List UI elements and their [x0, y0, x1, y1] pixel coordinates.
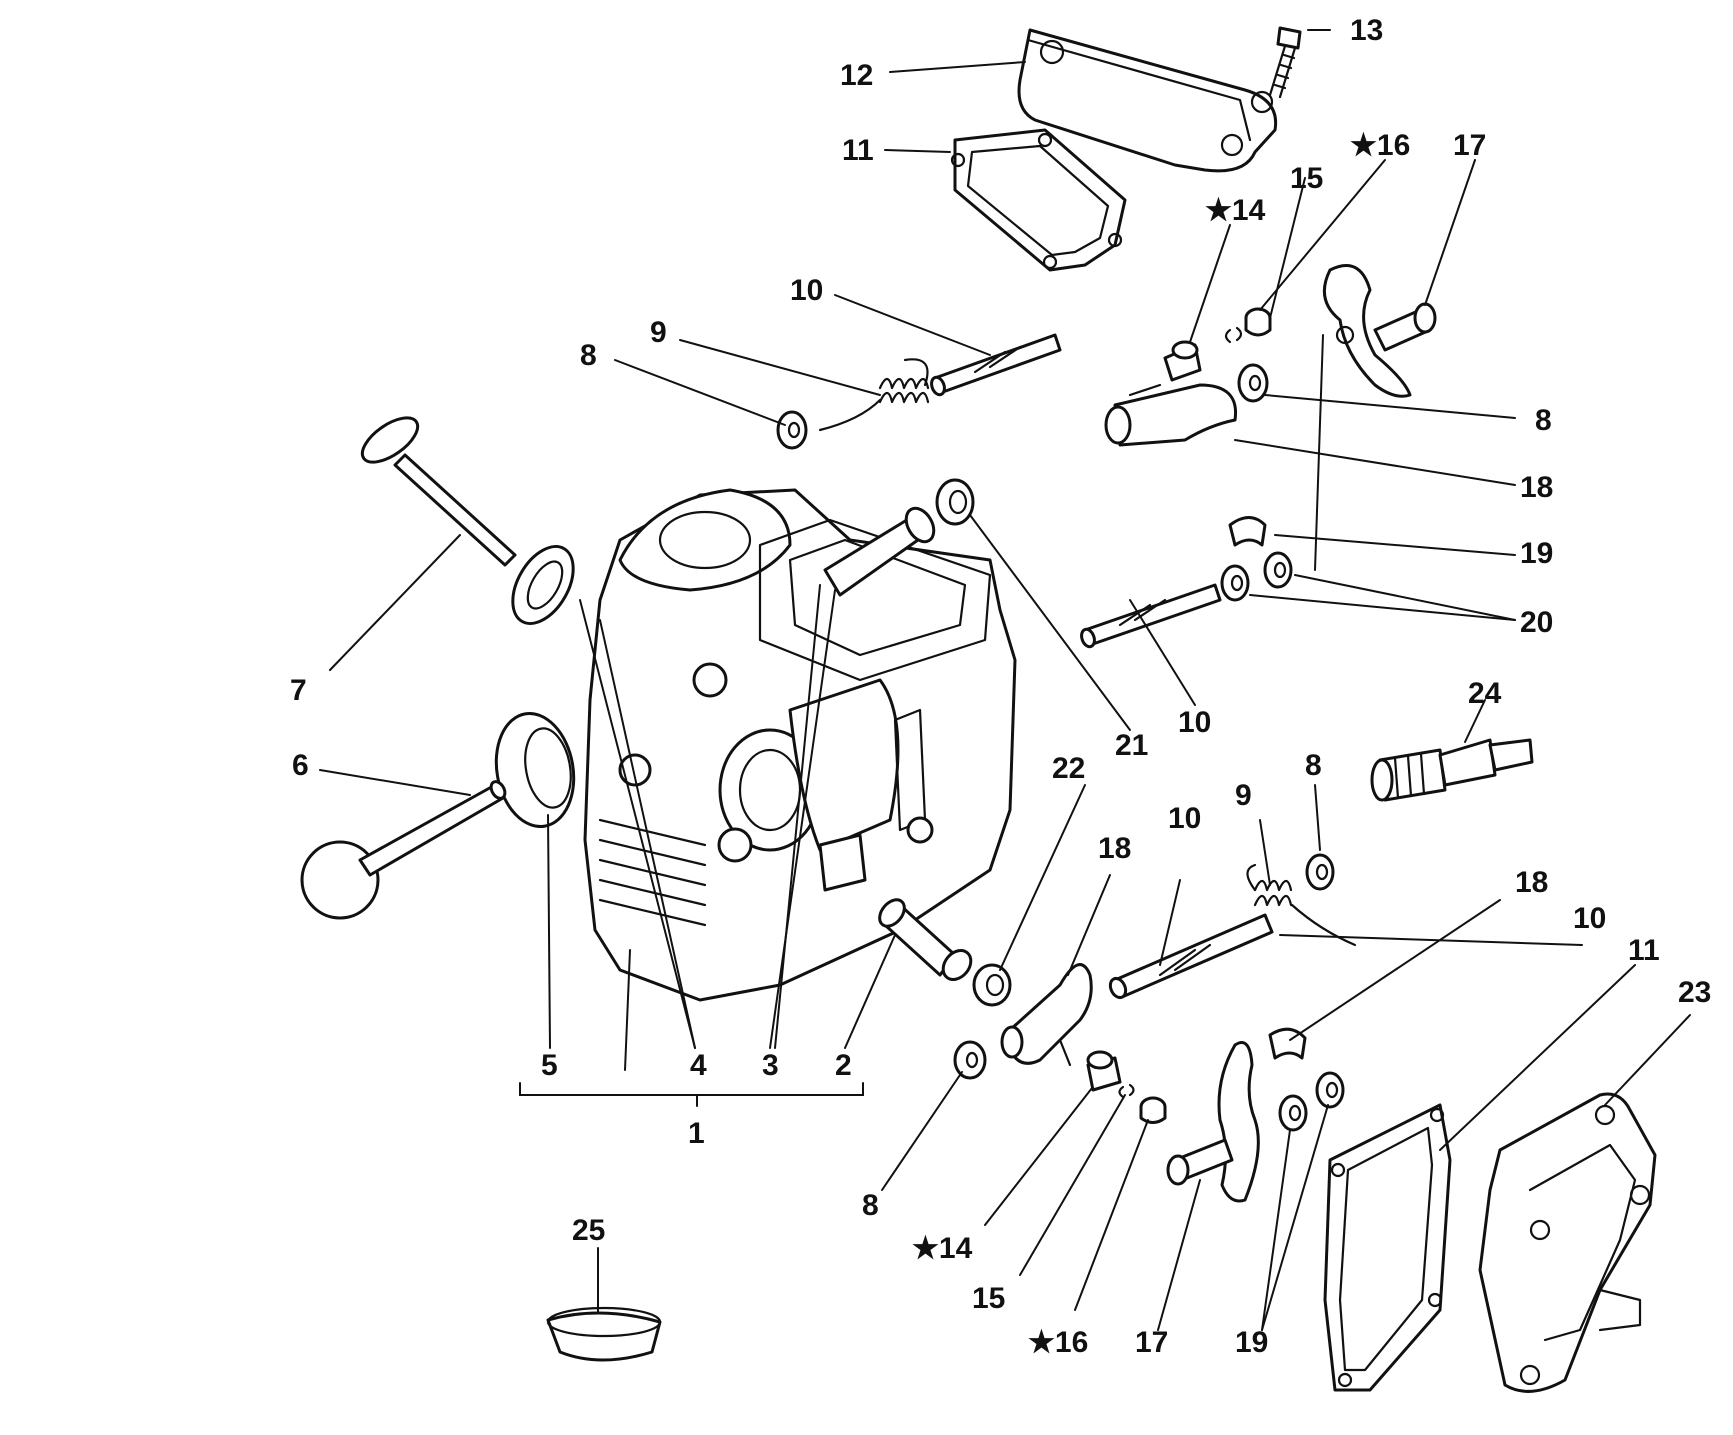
part-22-oil-seal-bottom: [972, 963, 1012, 1007]
callout-9-mid: 9: [1235, 779, 1252, 812]
callout-18-top: 18: [1520, 471, 1553, 504]
callout-11-right: 11: [1628, 934, 1660, 967]
callout-20: 20: [1520, 606, 1553, 639]
callout-3: 3: [762, 1049, 779, 1082]
part-8-washer-top-right: [1237, 363, 1269, 403]
part-8-washer-top-left: [776, 410, 808, 450]
callout-12: 12: [840, 59, 873, 92]
callout-22: 22: [1052, 752, 1085, 785]
part-19-clip-top: [1228, 516, 1267, 547]
callout-16-bottom: ★16: [1028, 1326, 1088, 1359]
callout-13: 13: [1350, 14, 1383, 47]
part-10-shaft-lower: [1108, 913, 1274, 1000]
part-19-washers-bottom: [1278, 1071, 1345, 1132]
callout-8-right: 8: [1535, 404, 1552, 437]
callout-16-top: ★16: [1350, 129, 1410, 162]
callout-11-top: 11: [842, 134, 874, 167]
callout-1: 1: [688, 1117, 705, 1150]
callout-10-lower: 10: [1168, 802, 1201, 835]
callout-17-top: 17: [1453, 129, 1486, 162]
part-6-valve-exhaust: [300, 780, 507, 920]
callout-7: 7: [290, 674, 307, 707]
callout-14-top: ★14: [1205, 194, 1266, 227]
part-2-valve-guide-lower: [878, 898, 973, 981]
part-7-valve-intake: [360, 416, 517, 567]
part-5-valve-seat: [494, 711, 576, 829]
part-10-shaft-top: [930, 333, 1062, 397]
part-18-rocker-arm-top: [1104, 383, 1238, 447]
callout-10-mid: 10: [1178, 706, 1211, 739]
part-17-adjuster-top: [1322, 264, 1437, 398]
part-15-collet-top: [1224, 326, 1243, 344]
part-8-washer-bottom: [953, 1040, 987, 1080]
callout-18-mid: 18: [1098, 832, 1131, 865]
part-21-oil-seal-top: [935, 478, 975, 526]
part-12-valve-cover: [1017, 28, 1278, 173]
part-14-cap-bottom: [1086, 1050, 1122, 1092]
callout-24: 24: [1468, 677, 1502, 710]
part-9-spring-top: [818, 358, 930, 432]
part-25-cup: [546, 1306, 662, 1362]
callout-25: 25: [572, 1214, 605, 1247]
part-8-washer-mid: [1305, 853, 1335, 891]
part-4-seal: [511, 545, 575, 625]
callout-8-mid: 8: [1305, 749, 1322, 782]
part-11-gasket-right: [1323, 1103, 1452, 1392]
part-18-rocker-arm-mid: [1000, 963, 1093, 1067]
part-11-gasket-top: [950, 128, 1127, 272]
callout-15-bottom: 15: [972, 1282, 1005, 1315]
callout-17-bottom: 17: [1135, 1326, 1168, 1359]
callout-6: 6: [292, 749, 309, 782]
leader-lines: [319, 29, 1691, 1331]
callout-10-top: 10: [790, 274, 823, 307]
part-13-bolt: [1268, 26, 1302, 99]
part-23-side-cover: [1478, 1092, 1657, 1393]
part-24-spark-plug: [1370, 738, 1534, 802]
callout-4: 4: [690, 1049, 707, 1082]
callout-2: 2: [835, 1049, 852, 1082]
callout-10-right: 10: [1573, 902, 1606, 935]
callout-19-top: 19: [1520, 537, 1553, 570]
part-3-valve-guide-upper: [823, 506, 936, 597]
callout-23: 23: [1678, 976, 1711, 1009]
callout-18-lower: 18: [1515, 866, 1548, 899]
callout-8-left: 8: [580, 339, 597, 372]
callout-14-bottom: ★14: [912, 1232, 973, 1265]
callout-labels: 13 12 11 15 ★16 17 ★14 10 9 8 8 18 19 20…: [290, 14, 1711, 1359]
part-9-spring-mid: [1246, 863, 1357, 947]
part-15-collet-bottom: [1118, 1083, 1135, 1099]
part-10-shaft-mid: [1080, 583, 1222, 649]
part-16-pad-bottom: [1139, 1096, 1167, 1124]
cylinder-head-body: [583, 488, 1017, 1002]
part-14-cap-top: [1163, 340, 1202, 382]
callout-9-top: 9: [650, 316, 667, 349]
part-16-pad-top: [1244, 307, 1272, 337]
part-20-washers: [1220, 551, 1293, 602]
callout-5: 5: [541, 1049, 558, 1082]
callout-21: 21: [1115, 729, 1148, 762]
part-17-adjuster-bottom: [1166, 1041, 1260, 1203]
callout-15-top: 15: [1290, 162, 1323, 195]
callout-19-bottom: 19: [1235, 1326, 1268, 1359]
callout-8-bottom: 8: [862, 1189, 879, 1222]
